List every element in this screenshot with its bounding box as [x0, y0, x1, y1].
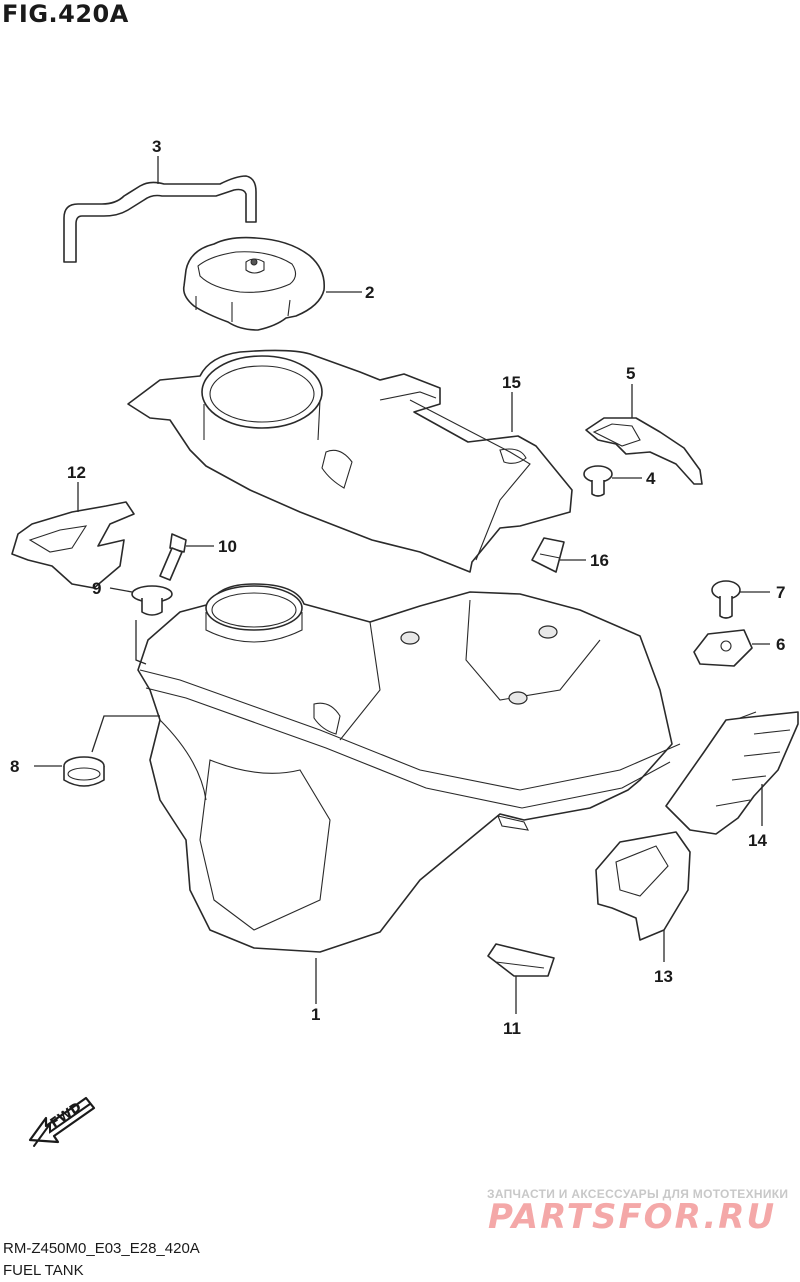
- part-1-fuel-tank[interactable]: [137, 583, 681, 953]
- callout-7: 7: [776, 583, 785, 602]
- callout-5: 5: [626, 364, 635, 383]
- part-7-bolt[interactable]: [711, 580, 741, 619]
- callout-14: 14: [748, 831, 767, 850]
- fwd-arrow-icon: [28, 1096, 96, 1147]
- callout-16: 16: [590, 551, 609, 570]
- part-4-screw[interactable]: [583, 465, 613, 497]
- callout-11: 11: [503, 1019, 521, 1038]
- watermark-brand: PARTSFOR.RU: [488, 1197, 777, 1237]
- watermark-tagline: ЗАПЧАСТИ И АКСЕССУАРЫ ДЛЯ МОТОТЕХНИКИ: [487, 1187, 789, 1201]
- callout-3: 3: [152, 137, 161, 156]
- part-3-breather-hose[interactable]: [63, 175, 257, 263]
- part-15-tank-cover[interactable]: [127, 349, 573, 573]
- callout-2: 2: [365, 283, 374, 302]
- part-9-collar[interactable]: [131, 585, 173, 616]
- callout-10: 10: [218, 537, 237, 556]
- callout-12: 12: [67, 463, 86, 482]
- callout-8: 8: [10, 757, 19, 776]
- callout-4: 4: [646, 469, 656, 488]
- leader-9: [109, 587, 133, 593]
- callout-9: 9: [92, 579, 101, 598]
- callout-15: 15: [502, 373, 521, 392]
- part-14-side-pad[interactable]: [665, 711, 799, 835]
- callout-1: 1: [311, 1005, 320, 1024]
- part-5-bracket[interactable]: [585, 417, 703, 485]
- diagram-code: RM-Z450M0_E03_E28_420A: [3, 1240, 200, 1257]
- part-10-bolt[interactable]: [159, 533, 187, 581]
- part-16-cushion[interactable]: [531, 537, 565, 573]
- part-11-clip[interactable]: [487, 943, 555, 977]
- part-12-side-bracket[interactable]: [11, 501, 135, 589]
- leader-9-tank: [135, 620, 147, 665]
- part-6-plate[interactable]: [693, 629, 753, 667]
- leader-8-tank: [91, 715, 160, 753]
- part-8-grommet[interactable]: [63, 756, 105, 787]
- callout-13: 13: [654, 967, 673, 986]
- diagram-caption: FUEL TANK: [3, 1262, 84, 1279]
- callout-6: 6: [776, 635, 785, 654]
- part-13-lower-guard[interactable]: [595, 831, 691, 941]
- part-2-fuel-cap[interactable]: [182, 236, 326, 331]
- figure-title: FIG.420A: [2, 0, 129, 28]
